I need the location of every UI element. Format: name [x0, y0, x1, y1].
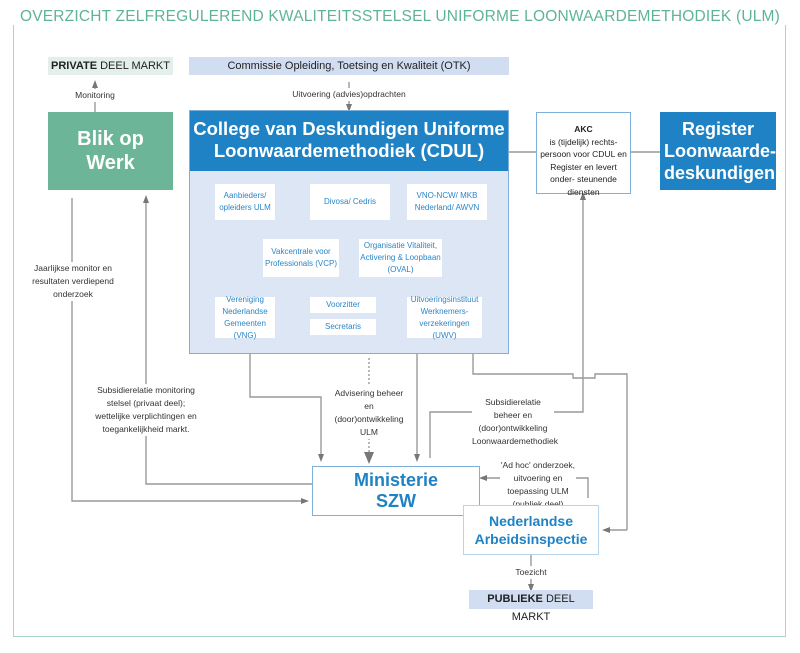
register-box: Register Loonwaarde- deskundigen [660, 112, 776, 190]
adhoc-label: 'Ad hoc' onderzoek, uitvoering en toepas… [500, 459, 576, 511]
nla-box: Nederlandse Arbeidsinspectie [463, 505, 599, 555]
private-market-bold: PRIVATE [51, 60, 98, 72]
public-market-bold: PUBLIEKE [487, 593, 543, 605]
public-market-label: PUBLIEKE DEEL MARKT [469, 590, 593, 623]
uwv-bracket-line [470, 334, 628, 530]
member-uwv: Uitvoeringsinstituut Werknemers- verzeke… [407, 295, 482, 340]
member-vng: Vereniging Nederlandse Gemeenten (VNG) [215, 295, 275, 340]
member-divosa: Divosa/ Cedris [310, 184, 390, 220]
akc-title: AKC [574, 124, 593, 134]
subsidie-private-label: Subsidierelatie monitoring stelsel (priv… [90, 384, 202, 436]
toezicht-label: Toezicht [506, 566, 556, 579]
monitoring-label: Monitoring [70, 89, 120, 102]
public-market-rest: DEEL MARKT [511, 593, 575, 623]
ministerie-box: Ministerie SZW [312, 466, 480, 516]
member-aanbieders: Aanbieders/ opleiders ULM [215, 184, 275, 220]
vng-ministerie-line [249, 338, 324, 462]
adhoc-line [575, 477, 589, 498]
subsidie-private-arrow [143, 195, 312, 485]
private-market-label: PRIVATE DEEL MARKT [48, 57, 173, 75]
diagram-title: OVERZICHT ZELFREGULEREND KWALITEITSSTELS… [5, 8, 795, 25]
register-title: Register Loonwaarde- deskundigen [664, 119, 777, 183]
uitvoering-label: Uitvoering (advies)opdrachten [289, 88, 409, 101]
private-market-rest: DEEL MARKT [97, 60, 170, 72]
subsidie-beheer-arrow [429, 411, 472, 458]
cdul-title: College van Deskundigen Uniforme Loonwaa… [190, 111, 508, 171]
member-oval: Organisatie Vitaliteit, Activering & Loo… [359, 239, 442, 277]
nla-title: Nederlandse Arbeidsinspectie [474, 513, 588, 547]
akc-text: is (tijdelijk) rechts- persoon voor CDUL… [540, 136, 627, 197]
subsidie-beheer-label: Subsidierelatie beheer en (door)ontwikke… [472, 396, 559, 448]
blik-op-werk-box: Blik op Werk [48, 112, 173, 190]
member-secretaris: Secretaris [310, 319, 376, 335]
advisering-label: Advisering beheer en (door)ontwikkeling … [333, 387, 405, 439]
subsidie-beheer-arrow-right [552, 192, 586, 413]
akc-box: AKC is (tijdelijk) rechts- persoon voor … [536, 112, 631, 197]
ministerie-title: Ministerie SZW [353, 470, 439, 511]
diagram-title-wrap: OVERZICHT ZELFREGULEREND KWALITEITSSTELS… [0, 8, 800, 26]
jaarlijkse-label: Jaarlijkse monitor en resultaten verdiep… [28, 262, 118, 301]
otk-box: Commissie Opleiding, Toetsing en Kwalite… [189, 57, 509, 75]
member-vcp: Vakcentrale voor Professionals (VCP) [263, 239, 339, 277]
blik-op-werk-title: Blik op Werk [77, 128, 144, 174]
member-voorzitter: Voorzitter [310, 297, 376, 313]
member-vno-ncw: VNO-NCW/ MKB Nederland/ AWVN [407, 184, 487, 220]
